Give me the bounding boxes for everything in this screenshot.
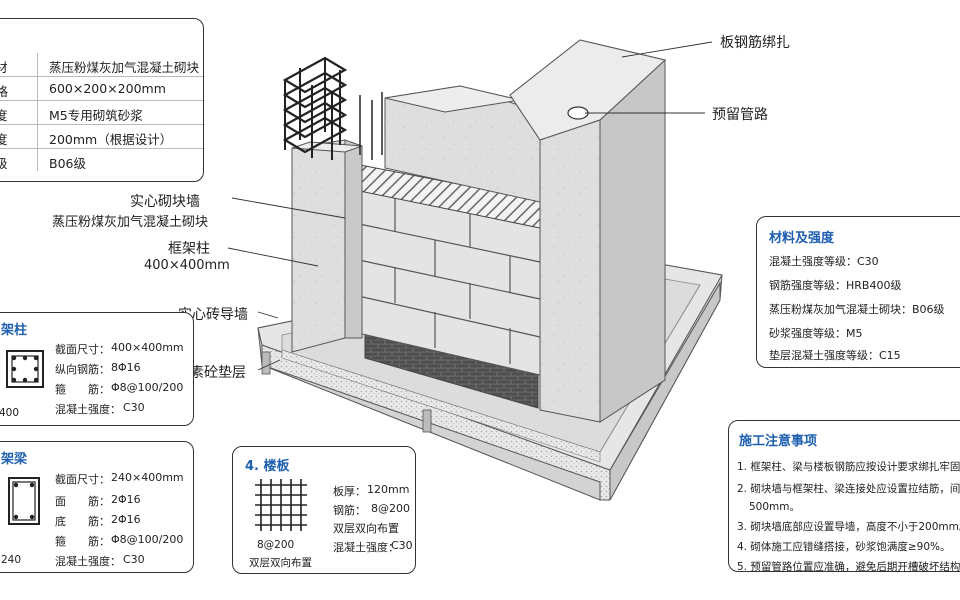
callout-column-size: 400×400mm <box>144 258 230 273</box>
callout-slab-rebar: 板钢筋绑扎 <box>720 35 790 51</box>
column-section-icon <box>6 350 44 388</box>
callout-cushion: 素砼垫层 <box>190 365 246 381</box>
note-item: 4. 砌体施工应错缝搭接，砂浆饱满度≥90%。 <box>737 541 951 553</box>
material-value: M5专用砌筑砂浆 <box>49 108 143 123</box>
note-item: 2. 砌块墙与框架柱、梁连接处应设置拉结筋，间距不 <box>737 483 960 495</box>
strength-row: 钢筋强度等级：HRB400级 <box>769 277 901 293</box>
slab-spec-key: 钢筋： <box>333 504 366 517</box>
strength-value: M5 <box>846 327 863 340</box>
strength-row: 砂浆强度等级：M5 <box>769 325 863 341</box>
callout-frame-column: 框架柱 <box>168 241 210 257</box>
material-row: 度 200mm（根据设计） <box>0 125 203 149</box>
slab-spec-key: 板厚： <box>333 485 366 498</box>
frame-column-left <box>291 139 363 353</box>
strength-card-title: 材料及强度 <box>769 231 835 246</box>
beam-spec-key: 箍 筋： <box>55 535 110 548</box>
column-dim-label: 400 <box>0 407 20 419</box>
leader-lines <box>227 41 713 371</box>
strength-row: 垫层混凝土强度等级：C15 <box>769 347 901 363</box>
column-spec-key: 混凝土强度： <box>55 403 121 416</box>
beam-section-icon <box>8 477 40 525</box>
strength-value: B06级 <box>912 303 945 316</box>
material-value: 200mm（根据设计） <box>49 132 173 147</box>
slab-grid-label: 双层双向布置 <box>249 557 312 569</box>
beam-spec-key: 面 筋： <box>55 495 110 508</box>
material-key: 规格 <box>0 84 9 99</box>
slab-spec-value: C30 <box>391 539 413 552</box>
right-column-block <box>509 39 667 423</box>
column-spec-key: 纵向钢筋： <box>55 363 110 376</box>
callout-guide-wall: 实心砖导墙 <box>178 307 248 323</box>
notes-card-title: 施工注意事项 <box>739 434 818 449</box>
strength-key: 蒸压粉煤灰加气混凝土砌块： <box>769 303 912 316</box>
column-spec-value: Φ8@100/200 <box>111 381 184 394</box>
column-spec-value: 400×400mm <box>111 341 184 354</box>
note-item: 500mm。 <box>749 501 800 513</box>
note-item: 5. 预留管路位置应准确，避免后期开槽破坏结构。 <box>737 561 960 573</box>
material-row: 度 M5专用砌筑砂浆 <box>0 101 203 125</box>
beam-spec-value: 2Φ16 <box>111 513 141 526</box>
slab-spec-value: 双层双向布置 <box>333 522 399 535</box>
column-spec-value: C30 <box>123 401 145 414</box>
slab-grid-icon <box>255 479 307 531</box>
material-key: 度 <box>0 132 8 147</box>
strength-key: 垫层混凝土强度等级： <box>769 349 879 362</box>
slab-card: 4. 楼板 8@200 双层双向布置 板厚： 120mm 钢筋： 8@200 双… <box>232 446 416 574</box>
material-key: 级 <box>0 156 8 171</box>
material-table-divider <box>37 53 38 171</box>
column-card-title: 架柱 <box>1 323 28 338</box>
material-table-card: 材 蒸压粉煤灰加气混凝土砌块 规格 600×200×200mm 度 M5专用砌筑… <box>0 18 204 182</box>
beam-card: 架梁 240 截面尺寸： 240×400mm 面 筋： 2Φ16 底 筋： 2Φ… <box>0 441 194 573</box>
strength-row: 混凝土强度等级：C30 <box>769 253 879 269</box>
beam-spec-value: 240×400mm <box>111 471 184 484</box>
material-value: 600×200×200mm <box>49 81 166 96</box>
note-item: 1. 框架柱、梁与楼板钢筋应按设计要求绑扎牢固。 <box>737 461 960 473</box>
strength-card: 材料及强度 混凝土强度等级：C30 钢筋强度等级：HRB400级 蒸压粉煤灰加气… <box>756 216 960 368</box>
slab-grid-label: 8@200 <box>257 539 295 551</box>
beam-spec-value: C30 <box>123 553 145 566</box>
notes-card: 施工注意事项 1. 框架柱、梁与楼板钢筋应按设计要求绑扎牢固。 2. 砌块墙与框… <box>728 420 960 573</box>
strength-value: C15 <box>879 349 901 362</box>
beam-dim-label: 240 <box>1 554 22 566</box>
callout-block-wall: 实心砌块墙 <box>130 194 200 210</box>
column-spec-key: 截面尺寸： <box>55 343 110 356</box>
strength-key: 混凝土强度等级： <box>769 255 857 268</box>
material-value: 蒸压粉煤灰加气混凝土砌块 <box>49 60 200 75</box>
strength-value: C30 <box>857 255 879 268</box>
rebar-cage <box>282 56 383 160</box>
material-key: 度 <box>0 108 8 123</box>
beam-spec-key: 截面尺寸： <box>55 473 110 486</box>
column-spec-value: 8Φ16 <box>111 361 141 374</box>
strength-key: 钢筋强度等级： <box>769 279 846 292</box>
material-key: 材 <box>0 60 8 75</box>
column-spec-key: 箍 筋： <box>55 383 110 396</box>
strength-value: HRB400级 <box>846 279 902 292</box>
beam-spec-key: 底 筋： <box>55 515 110 528</box>
callout-pipe-reserve: 预留管路 <box>712 107 768 123</box>
strength-row: 蒸压粉煤灰加气混凝土砌块：B06级 <box>769 301 945 317</box>
material-row: 材 蒸压粉煤灰加气混凝土砌块 <box>0 53 203 77</box>
note-item: 3. 砌块墙底部应设置导墙，高度不小于200mm。 <box>737 521 960 533</box>
beam-spec-value: 2Φ16 <box>111 493 141 506</box>
beam-spec-key: 混凝土强度： <box>55 555 121 568</box>
column-card: 架柱 400 截面尺寸： 400×400mm 纵向钢筋： 8Φ16 箍 筋： Φ… <box>0 312 194 426</box>
material-row: 级 B06级 <box>0 149 203 173</box>
slab-spec-value: 8@200 <box>371 502 410 515</box>
material-row: 规格 600×200×200mm <box>0 77 203 101</box>
beam-spec-value: Φ8@100/200 <box>111 533 184 546</box>
material-value: B06级 <box>49 156 86 171</box>
strength-key: 砂浆强度等级： <box>769 327 846 340</box>
slab-card-title: 4. 楼板 <box>245 459 290 474</box>
slab-spec-key: 混凝土强度： <box>333 541 399 554</box>
beam-card-title: 架梁 <box>1 452 28 467</box>
callout-block-wall-material: 蒸压粉煤灰加气混凝土砌块 <box>52 215 209 230</box>
slab-spec-value: 120mm <box>367 483 410 496</box>
